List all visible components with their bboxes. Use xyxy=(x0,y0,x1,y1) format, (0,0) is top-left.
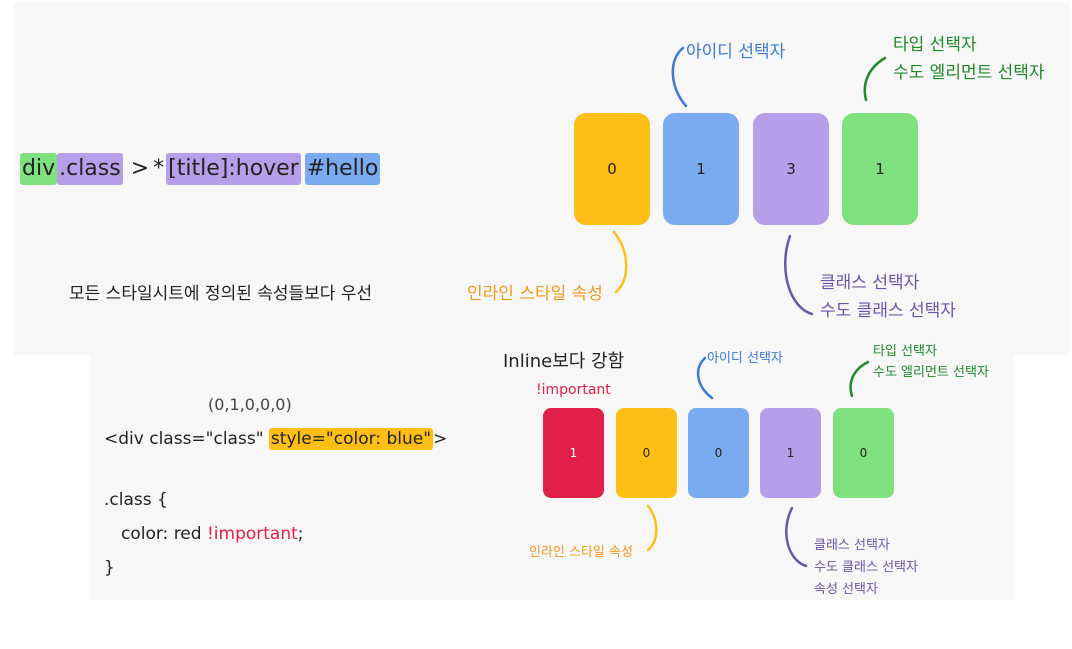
top-arrow-type xyxy=(863,56,887,102)
bottom-label-class: 클래스 선택자 수도 클래스 선택자 속성 선택자 xyxy=(814,535,918,601)
top-box-inline: 0 xyxy=(574,113,650,225)
selector-expression: div.class >*[title]:hover#hello xyxy=(20,153,381,185)
bottom-box-type: 0 xyxy=(833,408,894,498)
css-semicolon: ; xyxy=(297,524,304,544)
bottom-label-class-line1: 클래스 선택자 xyxy=(814,538,890,553)
selector-type-part: div xyxy=(20,153,58,185)
specificity-tuple: (0,1,0,0,0) xyxy=(208,395,292,414)
top-box-class: 3 xyxy=(753,113,829,225)
top-label-type-line2: 수도 엘리먼트 선택자 xyxy=(893,63,1045,83)
bottom-important-label: !important xyxy=(536,382,611,398)
html-code-line: <div class="class" style="color: blue"> xyxy=(104,428,447,450)
html-suffix: > xyxy=(433,429,448,449)
bottom-label-type-line2: 수도 엘리먼트 선택자 xyxy=(873,365,989,380)
top-label-inline: 인라인 스타일 속성 xyxy=(467,284,603,304)
top-label-class: 클래스 선택자 수도 클래스 선택자 xyxy=(820,269,956,325)
bottom-arrow-type xyxy=(849,360,870,398)
selector-class-part: .class xyxy=(57,153,123,185)
top-note: 모든 스타일시트에 정의된 속성들보다 우선 xyxy=(69,284,373,304)
top-arrow-inline xyxy=(612,230,628,294)
css-prop: color: red xyxy=(121,524,207,544)
bottom-label-type: 타입 선택자 수도 엘리먼트 선택자 xyxy=(873,341,989,383)
selector-attr-pseudo-part: [title]:hover xyxy=(166,153,301,185)
bottom-arrow-inline xyxy=(646,504,658,552)
top-box-type: 1 xyxy=(842,113,918,225)
css-code-block: .class { color: red !important; } xyxy=(104,483,304,585)
top-arrow-class xyxy=(784,234,814,316)
bottom-label-inline: 인라인 스타일 속성 xyxy=(529,545,633,560)
bottom-label-class-line3: 속성 선택자 xyxy=(814,582,878,597)
bottom-label-class-line2: 수도 클래스 선택자 xyxy=(814,560,918,575)
bottom-heading: Inline보다 강함 xyxy=(503,351,625,372)
top-label-class-line1: 클래스 선택자 xyxy=(820,273,920,293)
top-label-id: 아이디 선택자 xyxy=(686,42,786,62)
top-arrow-id xyxy=(671,46,688,108)
selector-id-part: #hello xyxy=(304,153,381,185)
bottom-arrow-id xyxy=(696,356,714,400)
html-style-attr: style="color: blue" xyxy=(268,428,434,450)
css-close: } xyxy=(104,558,115,578)
bottom-box-inline: 0 xyxy=(616,408,677,498)
top-label-type: 타입 선택자 수도 엘리먼트 선택자 xyxy=(893,31,1045,87)
bottom-label-id: 아이디 선택자 xyxy=(707,351,783,366)
bottom-box-important: 1 xyxy=(543,408,604,498)
css-property-line: color: red !important; xyxy=(104,517,304,551)
css-important: !important xyxy=(206,524,298,544)
bottom-label-type-line1: 타입 선택자 xyxy=(873,344,937,359)
top-label-class-line2: 수도 클래스 선택자 xyxy=(820,301,956,321)
bottom-box-class: 1 xyxy=(760,408,821,498)
top-box-id: 1 xyxy=(663,113,739,225)
selector-universal: * xyxy=(153,156,165,181)
bottom-arrow-class xyxy=(785,506,808,568)
html-prefix: <div class="class" xyxy=(104,429,269,449)
css-open: .class { xyxy=(104,490,168,510)
bottom-box-id: 0 xyxy=(688,408,749,498)
top-label-type-line1: 타입 선택자 xyxy=(893,35,977,55)
selector-combinator: > xyxy=(130,156,150,181)
